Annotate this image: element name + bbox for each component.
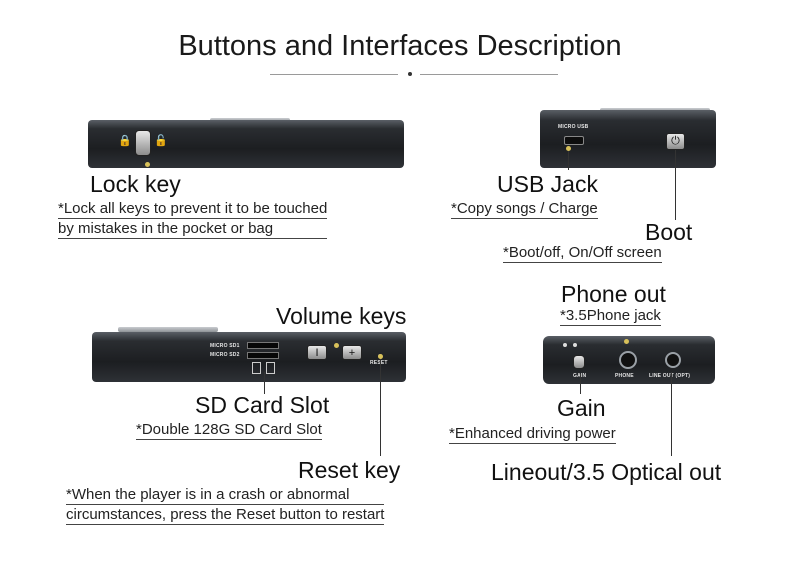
- volume-pointer-dot: [334, 343, 339, 348]
- lock-note-line-2: by mistakes in the pocket or bag: [58, 219, 328, 239]
- phone-out-note: *3.5Phone jack: [560, 306, 661, 326]
- volume-up-button[interactable]: +: [342, 345, 362, 360]
- volume-keys-label: Volume keys: [276, 303, 407, 329]
- device-phone-side: GAIN PHONE LINE OUT (OPT): [543, 336, 715, 384]
- power-icon: ⏻: [671, 135, 680, 147]
- lock-open-icon: 🔓: [154, 135, 168, 147]
- indicator-led-2: [573, 343, 577, 347]
- lock-closed-icon: 🔒: [118, 135, 132, 147]
- gain-note-line: *Enhanced driving power: [449, 425, 616, 444]
- device-usb-side: MICRO USB ⏻: [540, 110, 716, 168]
- phone-text: PHONE: [615, 373, 634, 379]
- usb-pointer-dot: [566, 146, 571, 151]
- usb-note-line: *Copy songs / Charge: [451, 200, 598, 219]
- gain-note: *Enhanced driving power: [449, 424, 616, 444]
- sd-card-slot-note: *Double 128G SD Card Slot: [136, 420, 322, 440]
- gain-pointer-line: [580, 374, 581, 394]
- sd2-card-icon: [266, 362, 275, 374]
- lock-switch[interactable]: [135, 130, 151, 156]
- boot-note-line: *Boot/off, On/Off screen: [503, 244, 662, 263]
- lock-key-label: Lock key: [90, 171, 181, 197]
- indicator-led-1: [563, 343, 567, 347]
- gain-switch[interactable]: [573, 355, 585, 369]
- lock-key-note: *Lock all keys to prevent it to be touch…: [58, 199, 328, 239]
- usb-jack-label: USB Jack: [497, 171, 598, 197]
- sd-pointer-line: [264, 372, 265, 394]
- sd-card-slot-label: SD Card Slot: [195, 392, 330, 418]
- phone-pointer-dot: [624, 339, 629, 344]
- gain-label: Gain: [557, 395, 606, 421]
- reset-key-note: *When the player is in a crash or abnorm…: [66, 485, 385, 525]
- usb-jack-note: *Copy songs / Charge: [451, 199, 598, 219]
- reset-pointer-dot: [378, 354, 383, 359]
- page-title: Buttons and Interfaces Description: [178, 30, 622, 62]
- lineout-pointer-line: [671, 372, 672, 456]
- lineout-text: LINE OUT (OPT): [649, 373, 691, 379]
- sd1-card-icon: [252, 362, 261, 374]
- device-lock-side: 🔒 🔓: [88, 120, 404, 168]
- volume-down-button[interactable]: I: [307, 345, 327, 360]
- sd1-text: MICRO SD1: [210, 343, 240, 349]
- sd-note-line: *Double 128G SD Card Slot: [136, 421, 322, 440]
- reset-text: RESET: [370, 360, 388, 366]
- reset-note-line-1: *When the player is in a crash or abnorm…: [66, 485, 385, 505]
- usb-pointer-line: [568, 146, 569, 170]
- device-top-edge-bottom-left: [118, 327, 218, 332]
- boot-pointer-line: [675, 150, 676, 220]
- phone-jack[interactable]: [619, 351, 637, 369]
- title-divider-dot: [408, 72, 412, 76]
- reset-pointer-line: [380, 356, 381, 456]
- usb-port-text: MICRO USB: [558, 124, 589, 130]
- phone-out-label: Phone out: [561, 281, 666, 307]
- sd2-text: MICRO SD2: [210, 352, 240, 358]
- reset-key-label: Reset key: [298, 457, 401, 483]
- title-divider-right: [420, 74, 558, 75]
- phone-note-line: *3.5Phone jack: [560, 307, 661, 326]
- sd-slot-2[interactable]: [247, 352, 279, 359]
- lineout-jack[interactable]: [665, 352, 681, 368]
- power-button[interactable]: ⏻: [666, 133, 685, 150]
- lock-pointer-dot: [145, 162, 150, 167]
- gain-text: GAIN: [573, 373, 586, 379]
- title-divider-left: [270, 74, 398, 75]
- lock-note-line-1: *Lock all keys to prevent it to be touch…: [58, 200, 328, 219]
- boot-note: *Boot/off, On/Off screen: [503, 243, 662, 263]
- lineout-label: Lineout/3.5 Optical out: [491, 459, 722, 485]
- reset-note-line-2: circumstances, press the Reset button to…: [66, 506, 385, 525]
- boot-label: Boot: [645, 219, 693, 245]
- device-sd-side: MICRO SD1 MICRO SD2 I + RESET: [92, 332, 406, 382]
- sd-slot-1[interactable]: [247, 342, 279, 349]
- usb-port[interactable]: [564, 136, 584, 145]
